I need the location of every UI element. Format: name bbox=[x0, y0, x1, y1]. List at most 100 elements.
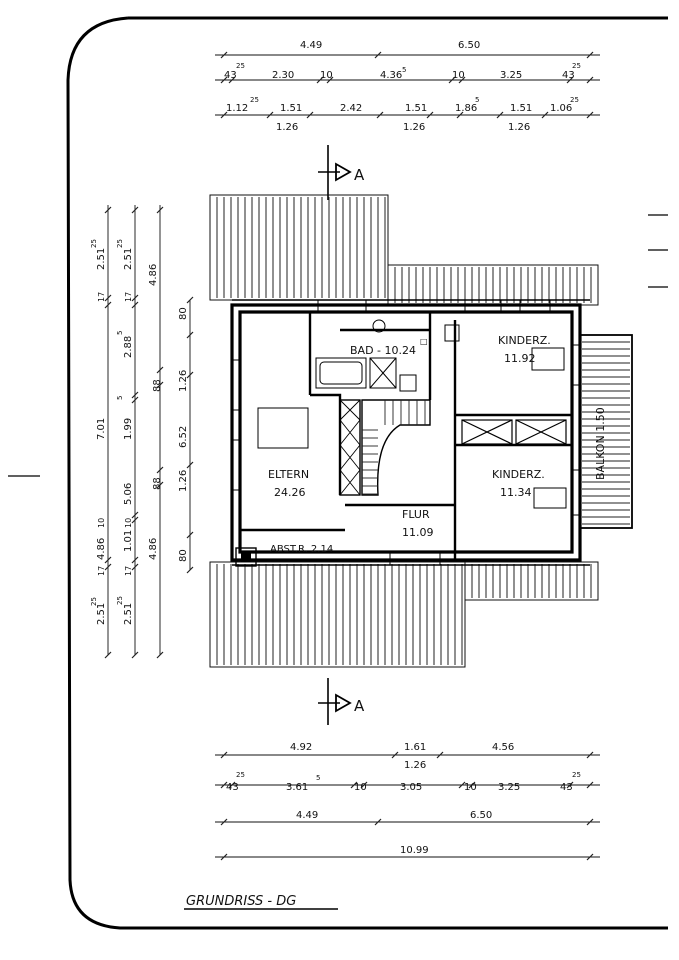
hatch-line bbox=[104, 301, 112, 309]
hatch-line bbox=[131, 206, 139, 214]
dim-bot-r2-4: 3.05 bbox=[400, 782, 422, 793]
hatch-line bbox=[131, 516, 139, 524]
hatch-line bbox=[586, 111, 594, 119]
dim-left-mid-8: 4.86 bbox=[148, 538, 159, 560]
dim-top-2: 6.50 bbox=[458, 40, 480, 51]
hatch-line bbox=[186, 566, 194, 574]
dim-left-mid-4: 1.99 bbox=[123, 418, 134, 440]
dim-top-r3-sup-1: 25 bbox=[250, 96, 259, 104]
dim-left-mid-5: 5.06 bbox=[123, 483, 134, 505]
beds bbox=[257, 347, 567, 509]
hatch-line bbox=[156, 381, 164, 389]
hatch-line bbox=[458, 76, 466, 84]
dim-bot-r2-3: 10 bbox=[354, 782, 367, 793]
hatch-line bbox=[104, 206, 112, 214]
hatch-line bbox=[131, 563, 139, 571]
hatch-line bbox=[566, 781, 574, 789]
dim-top-r3-1: 1.12 bbox=[226, 103, 248, 114]
hatch-line bbox=[586, 751, 594, 759]
dim-left-small-5: 10 bbox=[97, 518, 106, 528]
balcony-label: BALKON 1.50 bbox=[594, 407, 607, 480]
hatch-line bbox=[228, 781, 236, 789]
room-bad-sup: □ bbox=[420, 337, 428, 346]
hatch-line bbox=[104, 651, 112, 659]
hatch-line bbox=[374, 51, 382, 59]
room-kinder2-area: 11.34 bbox=[500, 486, 532, 499]
dim-bot-r3-1: 4.49 bbox=[296, 810, 318, 821]
room-eltern-name: ELTERN bbox=[268, 468, 309, 481]
dim-bot-r2-sup-2: 5 bbox=[316, 774, 320, 782]
hatch-line bbox=[220, 111, 228, 119]
left-dimension-chains: 2.51 7.01 4.86 2.51 25 25 2.51 4.86 2.88… bbox=[90, 205, 194, 659]
hatch-line bbox=[586, 818, 594, 826]
dim-bot-1: 4.92 bbox=[290, 742, 312, 753]
hatch-line bbox=[220, 818, 228, 826]
hatch-line bbox=[131, 511, 139, 519]
roof-bottom-right bbox=[464, 561, 599, 601]
dim-left-outer-4: 2.51 bbox=[96, 603, 107, 625]
hatch-line bbox=[326, 76, 334, 84]
dim-left-inner-7: 80 bbox=[178, 549, 189, 562]
dim-left-mid-1: 2.51 bbox=[123, 248, 134, 270]
hatch-line bbox=[104, 294, 112, 302]
dim-top-r2-5: 10 bbox=[452, 70, 465, 81]
dim-top-r2-4: 4.36 bbox=[380, 70, 402, 81]
dim-top-r3-sup-2: 5 bbox=[475, 96, 479, 104]
dim-left-small-3: 17 bbox=[97, 566, 106, 576]
section-label-bottom: A bbox=[354, 697, 365, 715]
hatch-line bbox=[220, 751, 228, 759]
hatch-line bbox=[220, 76, 228, 84]
page-border bbox=[66, 16, 668, 930]
room-labels: BAD - 10.24 □ KINDERZ. 11.92 KINDERZ. 11… bbox=[268, 334, 551, 555]
section-marker-bottom: A bbox=[318, 678, 365, 725]
dim-left-mid-6: 1.01 bbox=[123, 530, 134, 552]
dim-bot-r2-7: 43 bbox=[560, 782, 573, 793]
dim-left-small-2: 17 bbox=[124, 292, 133, 302]
hatch-line bbox=[458, 781, 466, 789]
room-flur-area: 11.09 bbox=[402, 526, 434, 539]
dim-left-outer-3: 4.86 bbox=[96, 538, 107, 560]
hatch-line bbox=[541, 111, 549, 119]
hatch-line bbox=[104, 556, 112, 564]
hatch-line bbox=[220, 781, 228, 789]
hatch-line bbox=[456, 111, 464, 119]
dim-top-1: 4.49 bbox=[300, 40, 322, 51]
hatch-line bbox=[448, 76, 456, 84]
hatch-line bbox=[186, 331, 194, 339]
dim-left-mid-sup-1: 25 bbox=[116, 239, 124, 248]
hatch-line bbox=[156, 366, 164, 374]
dim-left-mid-sup-3: 5 bbox=[116, 396, 124, 400]
hatch-line bbox=[586, 853, 594, 861]
hatch-line bbox=[131, 301, 139, 309]
section-marker-top: A bbox=[318, 145, 365, 200]
dim-top-r3-4: 1.51 bbox=[405, 103, 427, 114]
dim-bot-r2-2: 3.61 bbox=[286, 782, 308, 793]
dim-bot-r2-1: 43 bbox=[226, 782, 239, 793]
dim-bot-r2-sup-1: 25 bbox=[236, 771, 245, 779]
staircase bbox=[339, 399, 431, 496]
dim-bot-2: 1.61 bbox=[404, 742, 426, 753]
dim-left-inner-1: 80 bbox=[178, 307, 189, 320]
dim-left-inner-3: 1.26 bbox=[178, 370, 189, 392]
hatch-line bbox=[156, 466, 164, 474]
dim-bot-r3-2: 6.50 bbox=[470, 810, 492, 821]
hatch-line bbox=[376, 111, 384, 119]
dim-top-r3-7: 1.06 bbox=[550, 103, 572, 114]
dim-top-r2-sup-3: 25 bbox=[572, 62, 581, 70]
dim-top-r2-3: 10 bbox=[320, 70, 333, 81]
room-abst: ABST.R. 2.14 bbox=[270, 544, 333, 555]
room-kinder2-name: KINDERZ. bbox=[492, 468, 545, 481]
dim-top-r3-6: 1.51 bbox=[510, 103, 532, 114]
wardrobes bbox=[461, 419, 567, 445]
dim-left-outer-1: 2.51 bbox=[96, 248, 107, 270]
top-dimension-chains: 4.49 6.50 43 2.30 10 4.36 10 3.25 43 25 … bbox=[215, 40, 600, 133]
chimney bbox=[235, 547, 257, 567]
hatch-line bbox=[186, 371, 194, 379]
hatch-line bbox=[586, 781, 594, 789]
hatch-line bbox=[186, 461, 194, 469]
dim-bot-r4-1: 10.99 bbox=[400, 845, 429, 856]
hatch-line bbox=[374, 818, 382, 826]
dim-top-r2-1: 43 bbox=[224, 70, 237, 81]
dim-top-r3-3: 2.42 bbox=[340, 103, 362, 114]
